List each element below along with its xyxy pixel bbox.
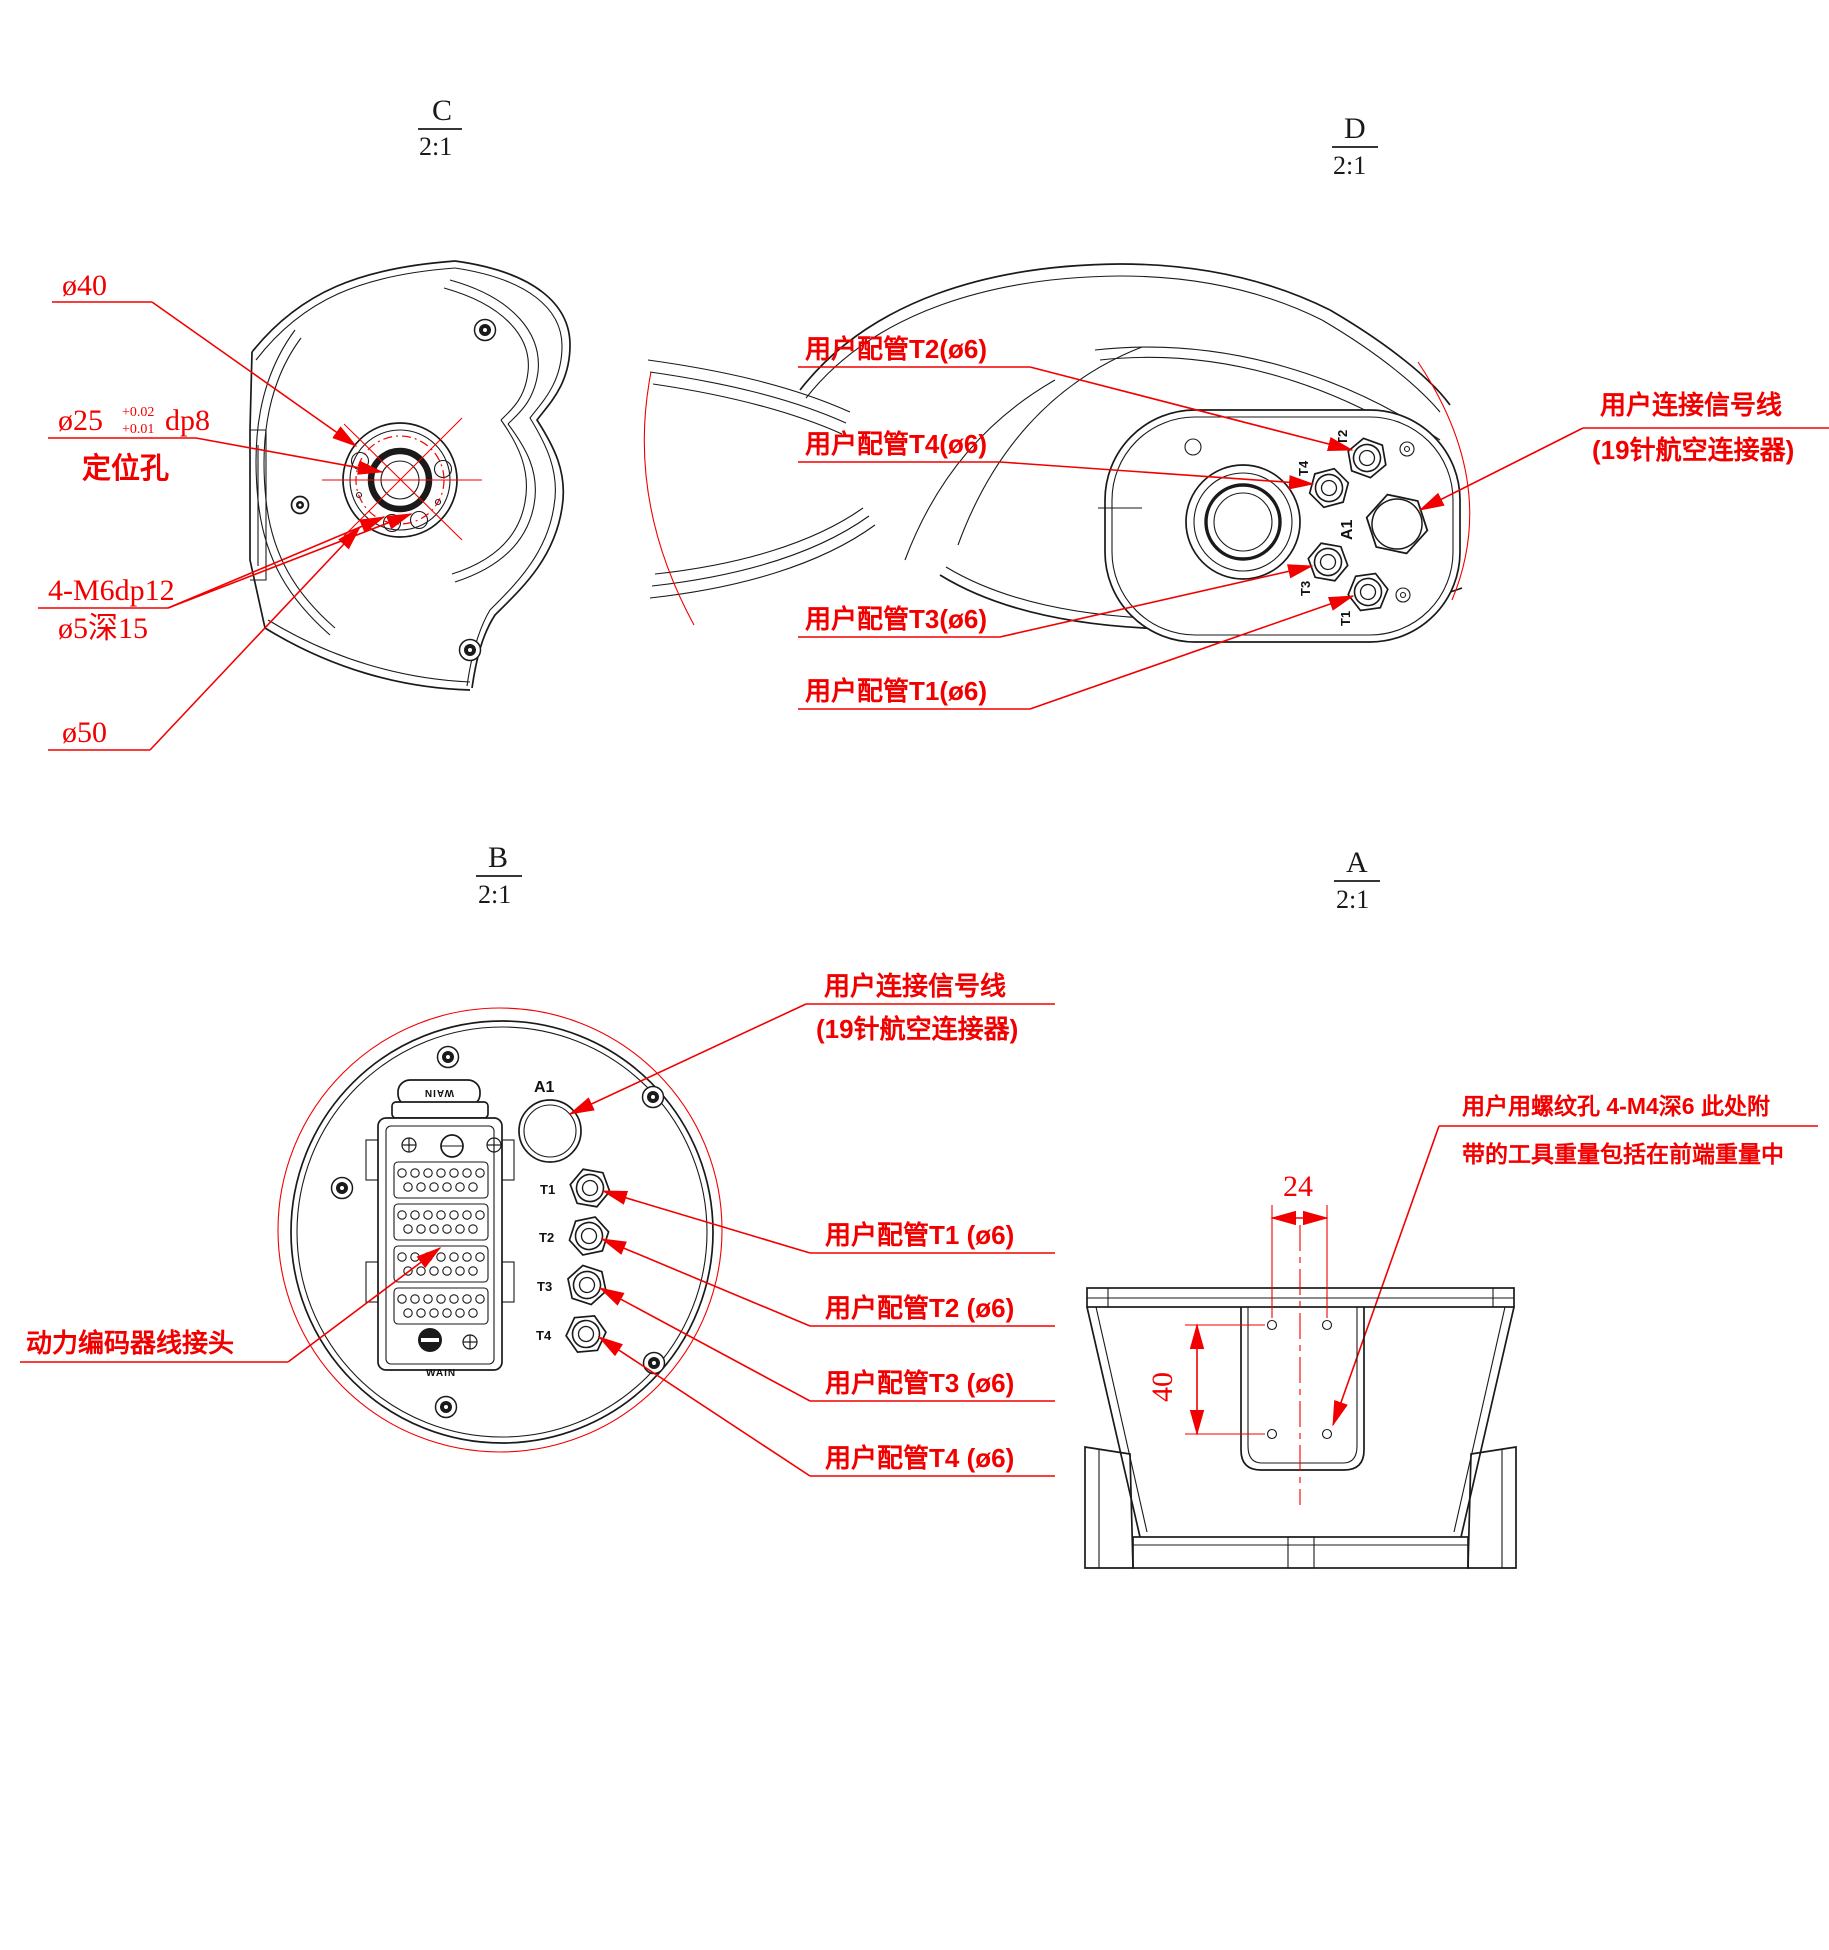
leader-signal [1418,427,1584,511]
label-signal-line1: 用户连接信号线 [824,971,1006,1001]
side-tab-screw [290,495,310,515]
label-pipe-t3: 用户配管T3 (ø6) [825,1368,1014,1398]
label-pipe-t3: 用户配管T3(ø6) [805,604,987,634]
port-t1-label: T1 [540,1182,555,1197]
leader-dia50 [149,525,362,751]
leader-dia25 [195,437,384,475]
port-t2-label: T2 [539,1230,554,1245]
leader-pipe-t2 [1029,366,1354,451]
dim-dia25: ø25 [58,404,103,437]
leader-4-m6dp12-b [167,513,413,609]
dim-dia25-tol-upper: +0.02 [122,405,154,420]
detail-boundary-arc-right [1417,361,1471,601]
view-b-title-letter: B [488,841,508,874]
m4-hole [1321,1319,1333,1331]
m4-hole [1266,1428,1278,1440]
label-pipe-t4: 用户配管T4(ø6) [805,429,987,459]
port-t3-label: T3 [1298,581,1313,596]
plate-hole [1184,438,1202,456]
detail-boundary-arc-left [643,371,695,626]
view-b-title-scale: 2:1 [478,880,511,909]
dim-dia5-depth15: ø5深15 [58,612,148,645]
bolt-hole [433,459,453,479]
fitting-t2 [564,1214,614,1258]
leader-pipe-t4 [597,1336,811,1477]
view-d: D 2:1 A1 T2 [643,112,1829,710]
leader-pipe-t4 [999,461,1315,490]
view-a: A 2:1 用户用螺纹孔 4-M4深6 此处附 带的工具重量包括在前端重量中 [1084,846,1818,1569]
leader-pipe-t2 [600,1238,811,1327]
leader-signal [568,1003,807,1115]
power-encoder-connector: WAIN WAIN [365,1079,515,1379]
dim-dia40: ø40 [62,269,107,302]
label-pipe-t1: 用户配管T1 (ø6) [825,1220,1014,1250]
label-pipe-t4: 用户配管T4 (ø6) [825,1443,1014,1473]
dim-24: 24 [1283,1170,1313,1203]
port-t2-label: T2 [1335,430,1350,445]
vent-hole [1399,441,1415,457]
m4-hole [1266,1319,1278,1331]
view-c: C 2:1 [38,94,571,751]
fitting-t4 [563,1314,609,1354]
label-pipe-t2: 用户配管T2(ø6) [805,334,987,364]
leader-user-thread [1332,1125,1440,1427]
screw-head [458,638,482,662]
center-port [1185,464,1301,580]
view-d-title-letter: D [1344,112,1366,145]
leader-pipe-t1 [601,1190,811,1254]
leader-4-m6dp12 [167,516,386,609]
port-t1-label: T1 [1338,611,1353,626]
dim-40: 40 [1146,1372,1179,1402]
label-user-thread-line2: 带的工具重量包括在前端重量中 [1462,1141,1784,1167]
leader-dia40 [151,301,358,447]
dim-dia50: ø50 [62,716,107,749]
port-t4-label: T4 [536,1328,552,1343]
vent-hole [1395,587,1411,603]
connector-brand: WAIN [426,1368,456,1379]
port-t4-label: T4 [1296,460,1311,476]
label-locating-hole: 定位孔 [82,451,169,485]
leader-pipe-t1 [1029,595,1355,710]
m4-hole [1321,1428,1333,1440]
view-b: B 2:1 WAIN [20,841,1055,1477]
dim-dia25-dp8: dp8 [165,404,210,437]
fitting-t3 [561,1261,613,1309]
label-encoder: 动力编码器线接头 [26,1328,234,1358]
dim-dia25-tol-lower: +0.01 [122,422,154,437]
label-signal-line1: 用户连接信号线 [1600,390,1782,420]
connector-brand-top: WAIN [424,1087,454,1098]
view-a-title-scale: 2:1 [1336,885,1369,914]
leader-encoder [287,1247,442,1363]
label-signal-line2: (19针航空连接器) [816,1014,1018,1044]
leader-pipe-t3 [598,1287,811,1402]
port-a1-label: A1 [534,1079,555,1096]
label-pipe-t2: 用户配管T2 (ø6) [825,1293,1014,1323]
tool-flange-hub [322,417,482,541]
view-d-title-scale: 2:1 [1333,151,1366,180]
fitting-t1 [566,1166,614,1210]
leader-pipe-t3 [999,564,1314,638]
a1-connector [518,1099,582,1163]
port-a1-label: A1 [1339,519,1356,540]
view-c-title-scale: 2:1 [419,132,452,161]
label-pipe-t1: 用户配管T1(ø6) [805,676,987,706]
port-t3-label: T3 [537,1279,552,1294]
detail-boundary-circle [277,1007,723,1453]
label-user-thread-line1: 用户用螺纹孔 4-M4深6 此处附 [1462,1093,1770,1119]
view-a-title-letter: A [1346,846,1368,879]
view-c-title-letter: C [432,94,452,127]
dim-4-m6dp12: 4-M6dp12 [48,574,175,607]
screw-head [473,318,497,342]
label-signal-line2: (19针航空连接器) [1592,435,1794,465]
